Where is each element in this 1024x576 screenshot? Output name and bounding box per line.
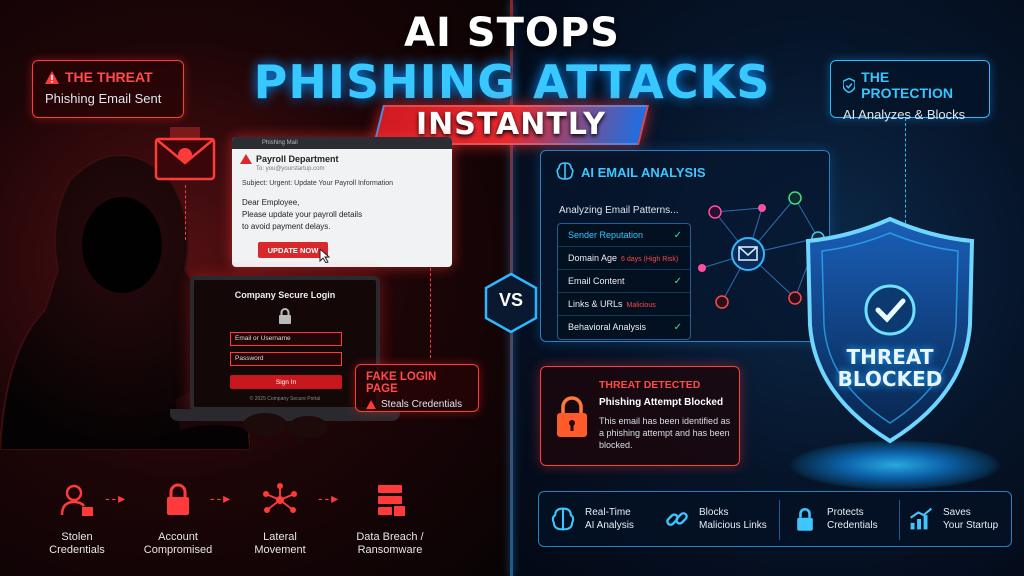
vs-label: VS: [498, 290, 523, 310]
analysis-subtitle: Analyzing Email Patterns...: [559, 205, 679, 216]
chain-arrow: - - ▸: [318, 490, 338, 506]
user-lock-icon: [60, 484, 93, 516]
lock-icon: [797, 508, 813, 531]
chain-arrow: - - ▸: [210, 490, 230, 506]
phishing-email-card: Phishing Mail Payroll Department To: you…: [232, 137, 452, 267]
threat-detected-panel: THREAT DETECTED Phishing Attempt Blocked…: [540, 366, 740, 466]
padlock-icon: [557, 396, 587, 437]
headline-line2: PHISHING ATTACKS: [253, 55, 771, 109]
cursor-icon: [319, 249, 330, 263]
check-row: Sender Reputation✓: [558, 224, 690, 247]
chain-arrow: - - ▸: [105, 490, 125, 506]
sender-logo-icon: [240, 154, 252, 164]
protection-heading: THE PROTECTION: [861, 69, 953, 101]
threat-detected-body: This email has been identified as a phis…: [599, 416, 731, 450]
server-icon: [378, 485, 405, 516]
headline-line3: INSTANTLY: [416, 107, 606, 142]
connector-line: [905, 118, 906, 228]
password-field[interactable]: Password: [230, 352, 342, 366]
connector-line: [185, 185, 186, 240]
threat-text: Phishing Email Sent: [45, 91, 162, 106]
fake-login-callout: FAKE LOGIN PAGE Steals Credentials: [355, 364, 479, 412]
malicious-envelope-icon: [154, 127, 216, 181]
shield-check-icon: [843, 77, 856, 93]
login-footer: © 2025 Company Secure Portal: [249, 396, 321, 402]
email-sender: Payroll Department: [256, 154, 339, 164]
warning-icon: [366, 400, 376, 409]
laptop-screen: Company Secure Login Email or Username P…: [190, 276, 380, 411]
lock-icon: [167, 483, 189, 515]
check-icon: ✓: [673, 322, 682, 333]
protection-callout: THE PROTECTION AI Analyzes & Blocks: [830, 60, 990, 122]
threat-detected-title: THREAT DETECTED: [599, 379, 701, 391]
network-icon: [263, 483, 297, 513]
fake-login-text: Steals Credentials: [381, 399, 463, 410]
protection-text: AI Analyzes & Blocks: [843, 107, 966, 122]
hands-silhouette: [243, 413, 328, 438]
email-subject: Subject: Urgent: Update Your Payroll Inf…: [242, 180, 393, 187]
feature-divider: [779, 500, 780, 540]
brain-icon: [556, 162, 574, 180]
fake-login-heading: FAKE LOGIN PAGE: [366, 371, 437, 395]
email-field[interactable]: Email or Username: [230, 332, 342, 346]
connector-line: [430, 268, 431, 358]
vs-badge: [484, 272, 538, 334]
shield-icon: [805, 216, 975, 444]
email-address: To: you@yourstartup.com: [256, 166, 325, 172]
chart-icon: [910, 507, 933, 530]
warning-icon: [45, 70, 59, 84]
threat-heading: THE THREAT: [65, 69, 153, 85]
lock-icon: [279, 308, 291, 324]
chain-step-data-breach: Data Breach /Ransomware: [335, 482, 445, 557]
analysis-title: AI EMAIL ANALYSIS: [581, 165, 706, 180]
login-title: Company Secure Login: [234, 290, 336, 300]
check-row: Email Content✓: [558, 270, 690, 293]
laptop-base: [170, 409, 400, 421]
headline: AI STOPS PHISHING ATTACKS: [0, 10, 1024, 108]
email-window-bar: Phishing Mail: [232, 137, 452, 149]
link-icon: [666, 512, 688, 526]
threat-detected-subtitle: Phishing Attempt Blocked: [599, 397, 724, 408]
check-row: Behavioral Analysis✓: [558, 316, 690, 339]
feature-divider: [899, 500, 900, 540]
check-icon: ✓: [673, 276, 682, 287]
threat-blocked-label: THREAT BLOCKED: [837, 345, 943, 391]
sign-in-button[interactable]: Sign In: [230, 375, 342, 389]
threat-callout: THE THREAT Phishing Email Sent: [32, 60, 184, 118]
check-icon: ✓: [673, 230, 682, 241]
brain-icon: [551, 507, 575, 531]
shield-pedestal-glow: [790, 440, 1000, 490]
email-body: Dear Employee, Please update your payrol…: [242, 198, 363, 231]
update-now-button[interactable]: UPDATE NOW: [258, 242, 328, 258]
headline-line1: AI STOPS: [404, 10, 620, 56]
